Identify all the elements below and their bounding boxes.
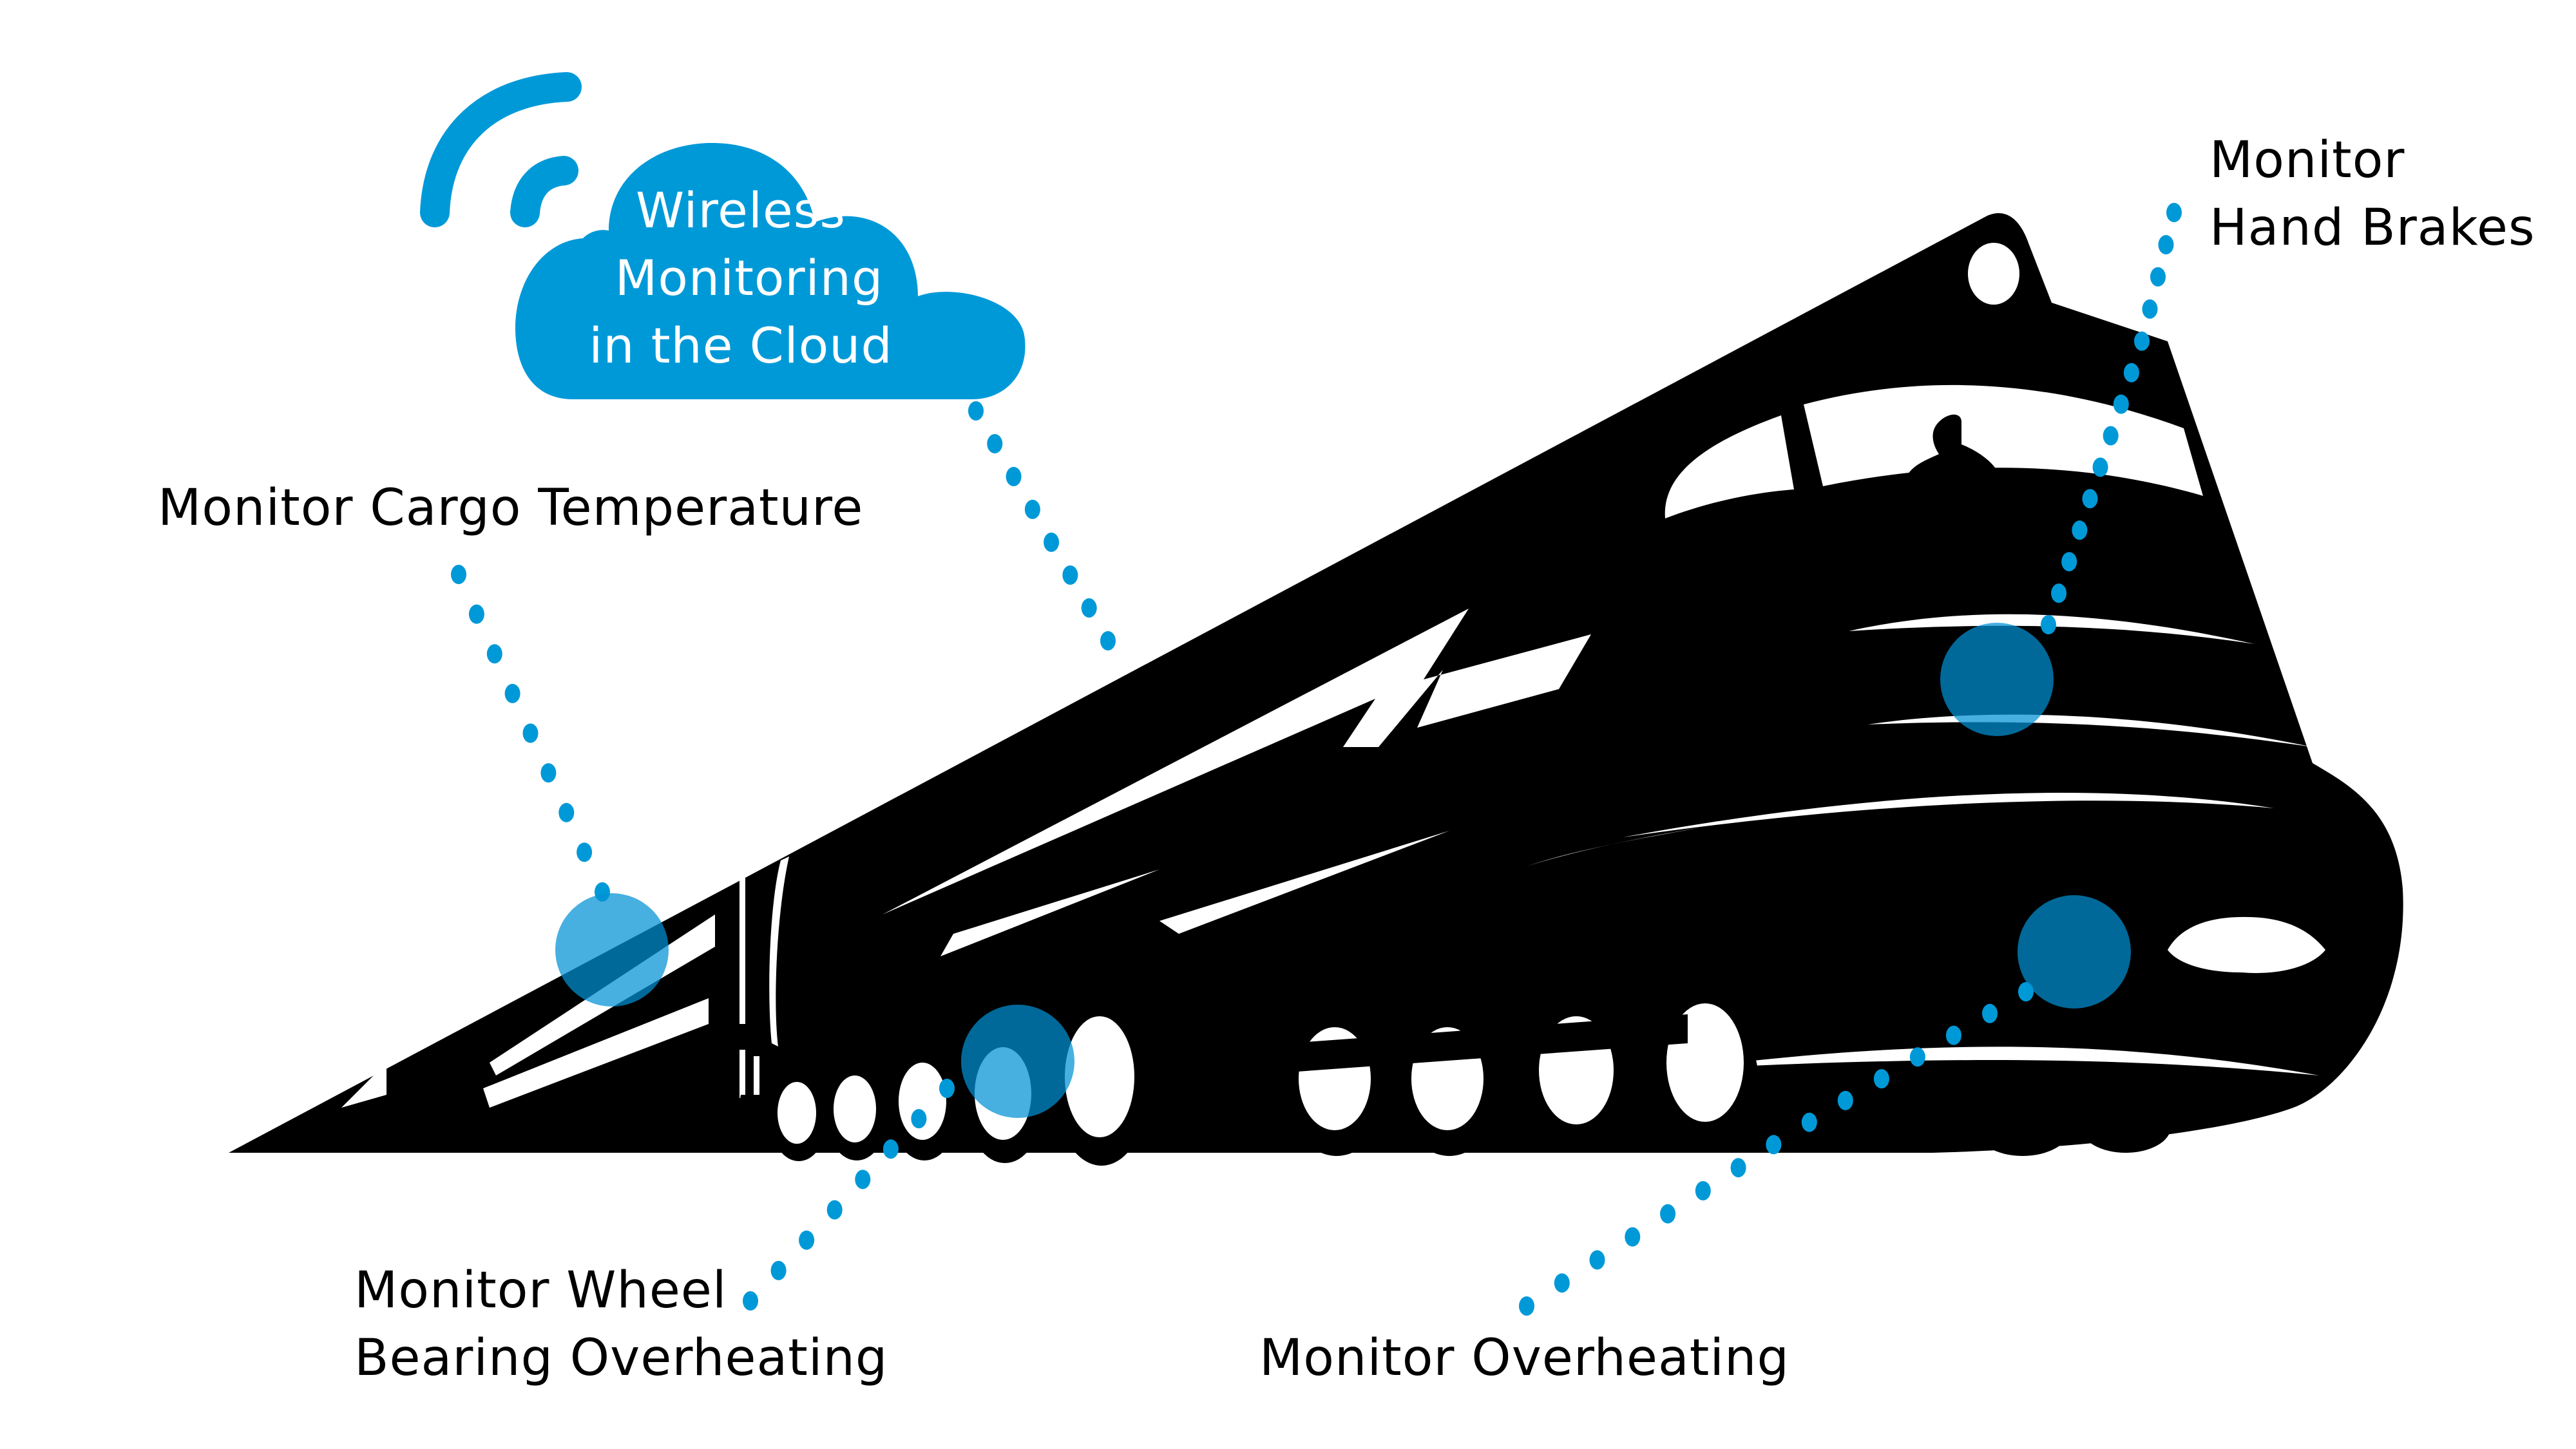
leader-dot <box>504 683 520 703</box>
wheel <box>1056 1016 1147 1166</box>
leader-dot <box>2103 426 2119 446</box>
leader-dot <box>1801 1112 1817 1132</box>
lightning-stripe <box>883 609 1591 914</box>
hotspot-wheel-bearing[interactable] <box>961 1005 1074 1118</box>
wifi-signal-icon <box>420 72 582 227</box>
leader-dot <box>1589 1250 1605 1270</box>
headlamp-top <box>1968 243 2019 305</box>
leader-dot <box>1100 631 1116 650</box>
leader-dot <box>1554 1273 1570 1293</box>
leader-dot <box>743 1291 758 1311</box>
leader-dot <box>486 644 502 664</box>
leader-dot <box>2061 552 2077 572</box>
label-cargo-temperature: Monitor Cargo Temperature <box>158 479 863 537</box>
leader-lines <box>451 203 2182 1316</box>
leader-dot <box>1660 1204 1676 1224</box>
leader-dot <box>522 723 539 743</box>
hotspot-hand-brakes[interactable] <box>1940 623 2054 736</box>
leader-cargo-temperature <box>451 565 610 902</box>
wifi-arc-outer <box>420 72 582 227</box>
callout-cargo-temperature: Monitor Cargo Temperature <box>158 479 863 537</box>
label-wheel-bearing-line-2: Bearing Overheating <box>354 1329 888 1387</box>
label-wheel-bearing-line-1: Monitor Wheel <box>354 1262 727 1320</box>
leader-cloud <box>968 401 1116 650</box>
leader-dot <box>468 604 484 624</box>
leader-dot <box>911 1109 927 1129</box>
wheel <box>772 1082 826 1161</box>
leader-dot <box>2041 615 2056 634</box>
leader-dot <box>1695 1181 1711 1200</box>
leader-dot <box>1625 1227 1641 1247</box>
leader-dot <box>1519 1296 1534 1316</box>
leader-dot <box>2092 457 2108 477</box>
callout-hand-brakes: Monitor Hand Brakes <box>2209 131 2535 257</box>
leader-dot <box>1982 1003 1998 1023</box>
leader-dot <box>1873 1069 1889 1089</box>
leader-dot <box>2072 520 2088 540</box>
leader-hand-brakes <box>2041 203 2182 634</box>
leader-dot <box>987 434 1003 453</box>
label-overheating: Monitor Overheating <box>1259 1329 1789 1387</box>
leader-dot <box>2158 235 2174 254</box>
leader-dot <box>1766 1135 1782 1155</box>
leader-dot <box>2166 203 2182 222</box>
leader-dot <box>1081 598 1097 618</box>
leader-dot <box>1024 500 1040 519</box>
leader-dot <box>826 1200 843 1220</box>
cloud-text-line-3: in the Cloud <box>589 317 892 374</box>
label-hand-brakes-line-2: Hand Brakes <box>2209 199 2535 257</box>
sensor-hotspots <box>555 623 2131 1118</box>
cloud-text-line-1: Wireless <box>636 182 846 239</box>
leader-wheel-bearing <box>743 1079 955 1311</box>
leader-dot <box>1044 533 1060 552</box>
leader-dot <box>2082 489 2098 509</box>
leader-overheating <box>1519 982 2034 1316</box>
leader-dot <box>1730 1158 1746 1178</box>
callout-overheating: Monitor Overheating <box>1259 1329 1789 1387</box>
leader-dot <box>1945 1025 1961 1045</box>
leader-dot <box>577 842 593 862</box>
leader-dot <box>1006 467 1022 486</box>
wifi-arc-inner <box>510 156 578 227</box>
leader-dot <box>855 1170 871 1189</box>
hotspot-cargo-temperature[interactable] <box>555 893 669 1007</box>
hotspot-overheating[interactable] <box>2018 895 2131 1009</box>
leader-dot <box>540 763 557 783</box>
leader-dot <box>2134 331 2150 351</box>
leader-dot <box>883 1139 899 1159</box>
leader-dot <box>2150 267 2166 287</box>
leader-dot <box>558 802 575 822</box>
leader-dot <box>1837 1090 1853 1110</box>
driver-silhouette <box>1903 414 1997 489</box>
label-hand-brakes-line-1: Monitor <box>2209 131 2405 189</box>
cloud-text-line-2: Monitoring <box>615 249 883 307</box>
leader-dot <box>1062 565 1078 585</box>
cab-window-left <box>1665 415 1794 518</box>
cloud-icon: Wireless Monitoring in the Cloud <box>515 142 1026 399</box>
leader-dot <box>451 565 466 584</box>
front-headlamp <box>2168 916 2325 973</box>
leader-dot <box>2142 299 2158 319</box>
leader-dot <box>2051 583 2067 603</box>
connecting-rod <box>1288 1014 1688 1072</box>
callout-wheel-bearing: Monitor Wheel Bearing Overheating <box>354 1262 888 1387</box>
leader-dot <box>939 1079 955 1098</box>
wheel <box>828 1075 886 1160</box>
leader-dot <box>1909 1047 1925 1067</box>
leader-dot <box>799 1230 815 1250</box>
leader-dot <box>2123 363 2139 383</box>
leader-dot <box>770 1260 787 1280</box>
leader-dot <box>968 401 984 421</box>
leader-dot <box>2113 394 2129 414</box>
